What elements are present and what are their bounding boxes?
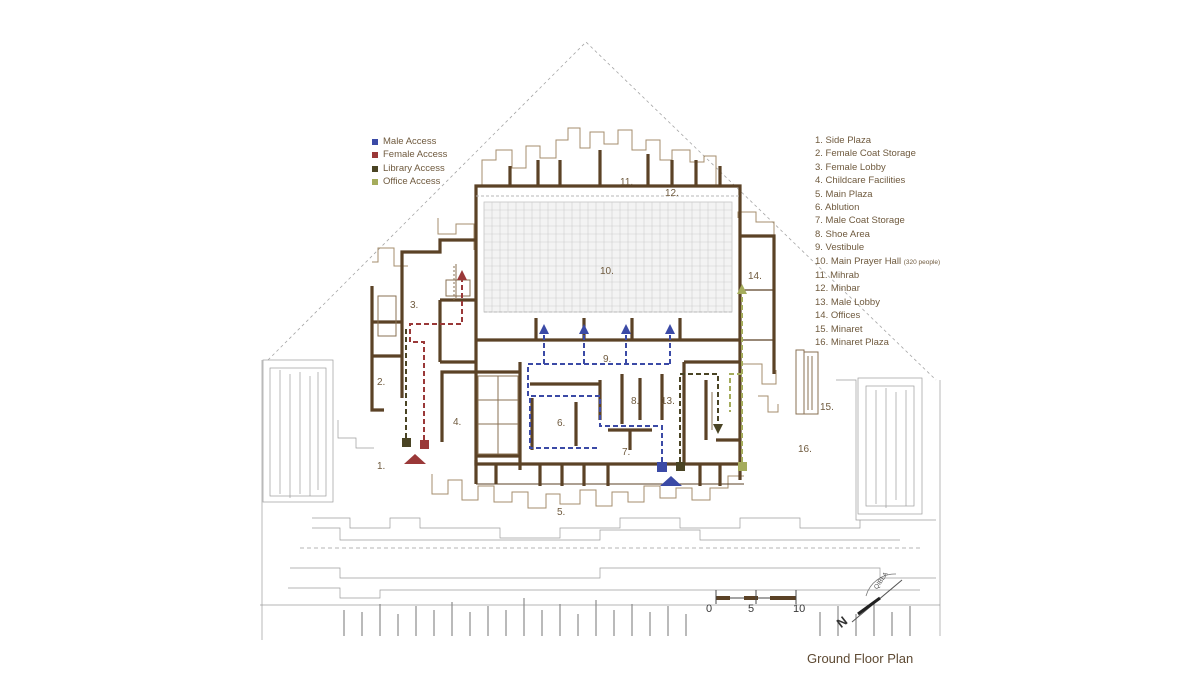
room-key-label: 1. Side Plaza [815, 135, 871, 146]
legend-swatch [372, 138, 378, 145]
male-access-arrows [539, 324, 682, 486]
legend-office-access: Office Access [372, 175, 447, 188]
legend-female-access: Female Access [372, 148, 447, 161]
room-key-label: 14. Offices [815, 310, 861, 322]
room-key-label: 16. Minaret Plaza [815, 337, 889, 349]
room-key-item: 6. Ablution [815, 201, 940, 214]
library-access-arrows [402, 424, 723, 471]
label-prayer-hall: 10. [600, 266, 614, 277]
scale-label-5: 5 [748, 603, 754, 615]
label-main-plaza: 5. [557, 507, 565, 518]
library-access-path [405, 326, 719, 462]
legend-label: Library Access [383, 162, 445, 174]
room-key-label: 2. Female Coat Storage [815, 148, 916, 160]
office-access-path [729, 294, 743, 462]
label-male-lobby: 13. [661, 396, 675, 407]
female-access-arrows [404, 270, 467, 464]
label-female-lobby: 3. [410, 300, 418, 311]
label-childcare: 4. [453, 417, 461, 428]
room-key-item: 1. Side Plaza [815, 134, 940, 147]
room-key-item: 16. Minaret Plaza [815, 336, 940, 349]
room-key-item: 11. Mihrab [815, 269, 940, 282]
room-key-item: 3. Female Lobby [815, 161, 940, 174]
scale-bar: 0 5 10 [706, 590, 805, 615]
north-label: N [834, 613, 851, 631]
room-key-item: 5. Main Plaza [815, 188, 940, 201]
prayer-hall-grid [483, 201, 733, 313]
legend-male-access: Male Access [372, 135, 447, 148]
room-key-item: 13. Male Lobby [815, 296, 940, 309]
room-key-label: 6. Ablution [815, 202, 860, 214]
room-key-item: 12. Minbar [815, 282, 940, 295]
label-minaret-plaza: 16. [798, 444, 812, 455]
room-key-item: 8. Shoe Area [815, 228, 940, 241]
legend-library-access: Library Access [372, 162, 447, 175]
label-female-coat-storage: 2. [377, 377, 385, 388]
male-access-path [527, 332, 671, 462]
interior-details [377, 195, 819, 455]
legend-swatch [372, 152, 378, 159]
site-context [260, 359, 941, 640]
room-key-item: 10. Main Prayer Hall (320 people) [815, 255, 940, 269]
room-key-item: 2. Female Coat Storage [815, 147, 940, 160]
office-access-arrows [737, 284, 747, 471]
room-key-item: 4. Childcare Facilities [815, 174, 940, 187]
room-labels: 1. 2. 3. 4. 5. 6. 7. 8. 9. 10. 11. 12. 1… [377, 177, 834, 518]
legend-swatch [372, 178, 378, 185]
room-key-item: 15. Minaret [815, 323, 940, 336]
room-key-item: 14. Offices [815, 309, 940, 322]
legend-label: Male Access [383, 136, 437, 147]
female-access-path [409, 280, 463, 440]
building-envelope [372, 127, 779, 509]
room-key-label: 10. Main Prayer Hall [815, 255, 902, 267]
qibla-label: QIBLA [873, 570, 890, 590]
access-legend: Male Access Female Access Library Access… [372, 135, 447, 189]
legend-label: Office Access [383, 176, 441, 188]
building-walls [370, 150, 776, 486]
legend-label: Female Access [383, 149, 448, 161]
label-mihrab: 11. [620, 177, 633, 188]
scale-label-0: 0 [706, 603, 712, 615]
room-key-label: 4. Childcare Facilities [815, 175, 906, 187]
label-vestibule: 9. [603, 354, 611, 365]
room-key-label: 11. Mihrab [815, 270, 860, 282]
plaza-bollards [343, 598, 911, 636]
label-minbar: 12. [665, 188, 679, 199]
scale-label-10: 10 [793, 603, 805, 615]
plan-title: Ground Floor Plan [807, 651, 914, 666]
label-side-plaza: 1. [377, 461, 385, 472]
room-key-item: 9. Vestibule [815, 241, 940, 254]
legend-swatch [372, 165, 378, 172]
label-ablution: 6. [557, 418, 565, 429]
room-key-label: 9. Vestibule [815, 242, 865, 254]
room-key-note: (320 people) [903, 258, 941, 266]
room-key-item: 7. Male Coat Storage [815, 214, 940, 227]
room-key-label: 12. Minbar [815, 283, 860, 295]
label-minaret: 15. [820, 402, 834, 413]
site-boundary [267, 41, 937, 381]
room-key-label: 13. Male Lobby [815, 296, 880, 308]
room-key-label: 5. Main Plaza [815, 188, 873, 200]
label-shoe-area: 8. [631, 396, 639, 407]
room-key-label: 15. Minaret [815, 323, 863, 335]
room-key-label: 8. Shoe Area [815, 228, 870, 240]
label-male-coat-storage: 7. [622, 447, 630, 458]
room-key-label: 7. Male Coat Storage [815, 215, 905, 227]
room-key-label: 3. Female Lobby [815, 161, 886, 173]
label-offices: 14. [748, 271, 762, 282]
